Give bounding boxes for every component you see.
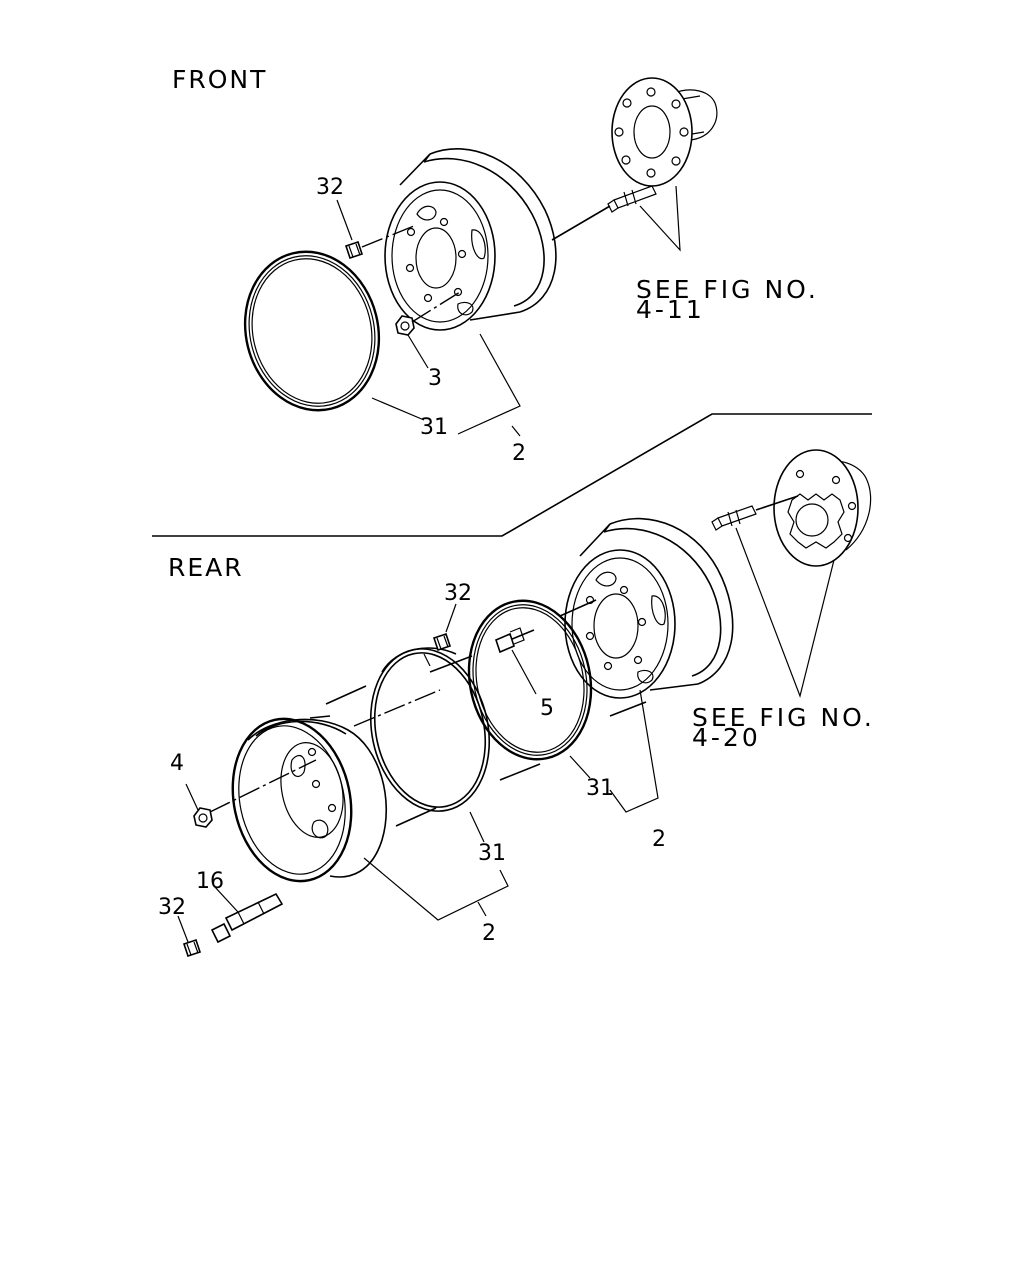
front-leader-2-tail [511, 425, 521, 437]
rear-outer-wheel-rim [231, 715, 388, 883]
rear-axis-lower-2 [499, 763, 541, 781]
rear-callout-16: 16 [196, 869, 224, 894]
rear-axis-upper-4 [559, 599, 597, 617]
front-leader-fig [639, 185, 681, 252]
front-hub-drawing [611, 77, 718, 187]
rear-leader-2-outer [363, 857, 509, 921]
rear-see-fig-label: SEE FIG NO. [692, 703, 875, 732]
rear-leader-5 [511, 649, 537, 695]
front-nut-3-axis [411, 291, 461, 323]
rear-fig-number: 4-20 [692, 723, 761, 752]
rear-center-axis [353, 689, 441, 727]
front-callout-32: 32 [316, 175, 344, 200]
front-wheel-rim [384, 148, 611, 331]
front-callout-2: 2 [512, 441, 526, 466]
rear-leader-32-bottom [177, 915, 189, 943]
rear-valve-extension-16 [210, 892, 284, 944]
rear-leader-2-outer-tail [477, 901, 487, 917]
front-leader-2 [457, 333, 521, 435]
rear-axis-lower-3 [609, 701, 647, 717]
front-nut-32 [344, 240, 364, 260]
front-nut-32-axis [361, 225, 415, 248]
rear-nut-4-axis [209, 759, 317, 813]
rear-nut-4 [193, 807, 213, 828]
rear-axis-upper-2 [429, 655, 473, 673]
rear-nut-32-top [432, 632, 452, 652]
front-nut-3 [395, 315, 415, 336]
rear-axis-upper-1 [325, 685, 367, 705]
rear-callout-31-inner: 31 [586, 776, 614, 801]
rear-hub-bolt [711, 495, 799, 531]
front-see-fig-label: SEE FIG NO. [636, 275, 819, 304]
rear-callout-2-inner: 2 [652, 827, 666, 852]
rear-leader-32-top [445, 603, 457, 633]
section-divider [152, 413, 872, 537]
rear-callout-2-outer: 2 [482, 921, 496, 946]
rear-nut-32-bottom [182, 938, 202, 958]
rear-leader-31-inner [569, 755, 591, 779]
front-leader-31 [371, 397, 425, 421]
rear-hub-drawing [773, 449, 872, 567]
front-callout-3: 3 [428, 366, 442, 391]
rear-leader-2-inner [609, 689, 659, 813]
front-side-ring [243, 250, 381, 412]
front-section-title: FRONT [172, 65, 267, 94]
rear-axis-lower-1 [395, 807, 437, 827]
rear-callout-32-bottom: 32 [158, 895, 186, 920]
rear-leader-31-outer [469, 811, 485, 843]
front-hub-bolt [607, 185, 657, 213]
rear-leader-fig [735, 527, 835, 698]
rear-outer-side-ring [369, 647, 491, 812]
rear-callout-32-top: 32 [444, 581, 472, 606]
rear-section-title: REAR [168, 553, 244, 582]
rear-callout-4: 4 [170, 751, 184, 776]
front-leader-32 [336, 199, 353, 241]
front-leader-3 [407, 334, 429, 369]
rear-inner-wheel-rim [564, 517, 734, 699]
rear-callout-31-outer: 31 [478, 841, 506, 866]
rear-callout-5: 5 [540, 696, 554, 721]
rear-stud-5 [495, 627, 525, 654]
front-fig-number: 4-11 [636, 295, 705, 324]
rear-leader-4 [185, 783, 199, 811]
front-callout-31: 31 [420, 415, 448, 440]
rear-leader-16 [213, 885, 239, 913]
